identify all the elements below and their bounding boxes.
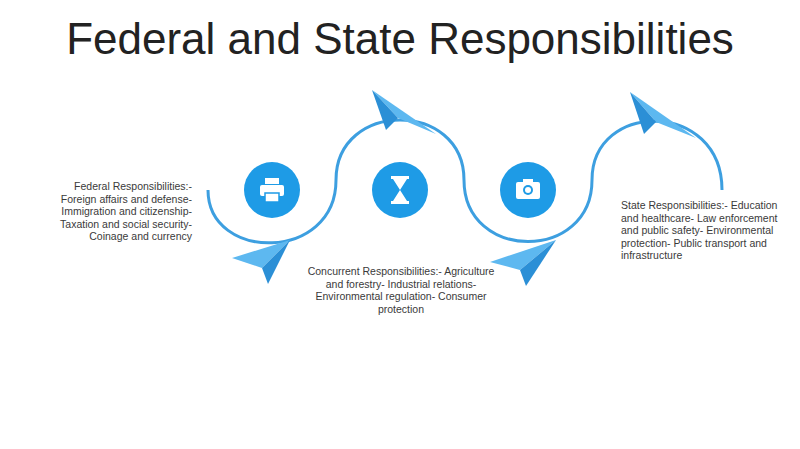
printer-icon <box>244 162 300 218</box>
responsibility-text: Federal Responsibilities:- Foreign affai… <box>52 180 192 243</box>
responsibility-text: Concurrent Responsibilities:- Agricultur… <box>303 265 499 315</box>
paper-plane <box>490 240 556 286</box>
paper-plane <box>372 90 436 134</box>
camera-icon <box>500 162 556 218</box>
paper-plane <box>630 92 696 138</box>
hourglass-icon <box>372 162 428 218</box>
diagram-title: Federal and State Responsibilities <box>0 14 800 64</box>
responsibility-text: State Responsibilities:- Education and h… <box>621 199 783 262</box>
paper-plane <box>232 240 290 284</box>
